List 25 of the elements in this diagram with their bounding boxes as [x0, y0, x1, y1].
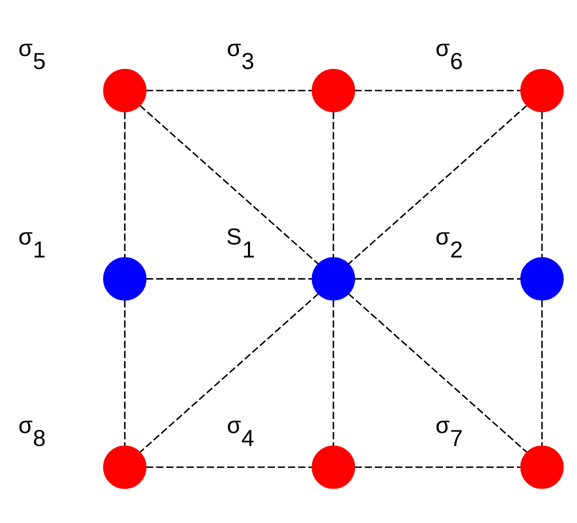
node-circle [312, 68, 356, 112]
connector [348, 293, 528, 453]
connector [124, 300, 126, 446]
connector [541, 112, 543, 258]
connector [332, 112, 334, 258]
node-circle [103, 68, 147, 112]
connector [541, 300, 543, 446]
connector [140, 293, 319, 453]
connector [348, 104, 528, 264]
node-circle [312, 445, 356, 489]
connector [146, 90, 312, 92]
connector [124, 112, 126, 258]
node-circle [520, 257, 564, 301]
connector [354, 466, 521, 468]
connector [332, 300, 334, 446]
connector [139, 104, 318, 264]
node-circle [103, 257, 147, 301]
node-circle [103, 445, 147, 489]
connector [146, 466, 312, 468]
connector [354, 278, 521, 280]
node-circle [312, 257, 356, 301]
connector [354, 90, 521, 92]
connector [146, 278, 312, 280]
node-circle [520, 445, 564, 489]
node-circle [520, 68, 564, 112]
